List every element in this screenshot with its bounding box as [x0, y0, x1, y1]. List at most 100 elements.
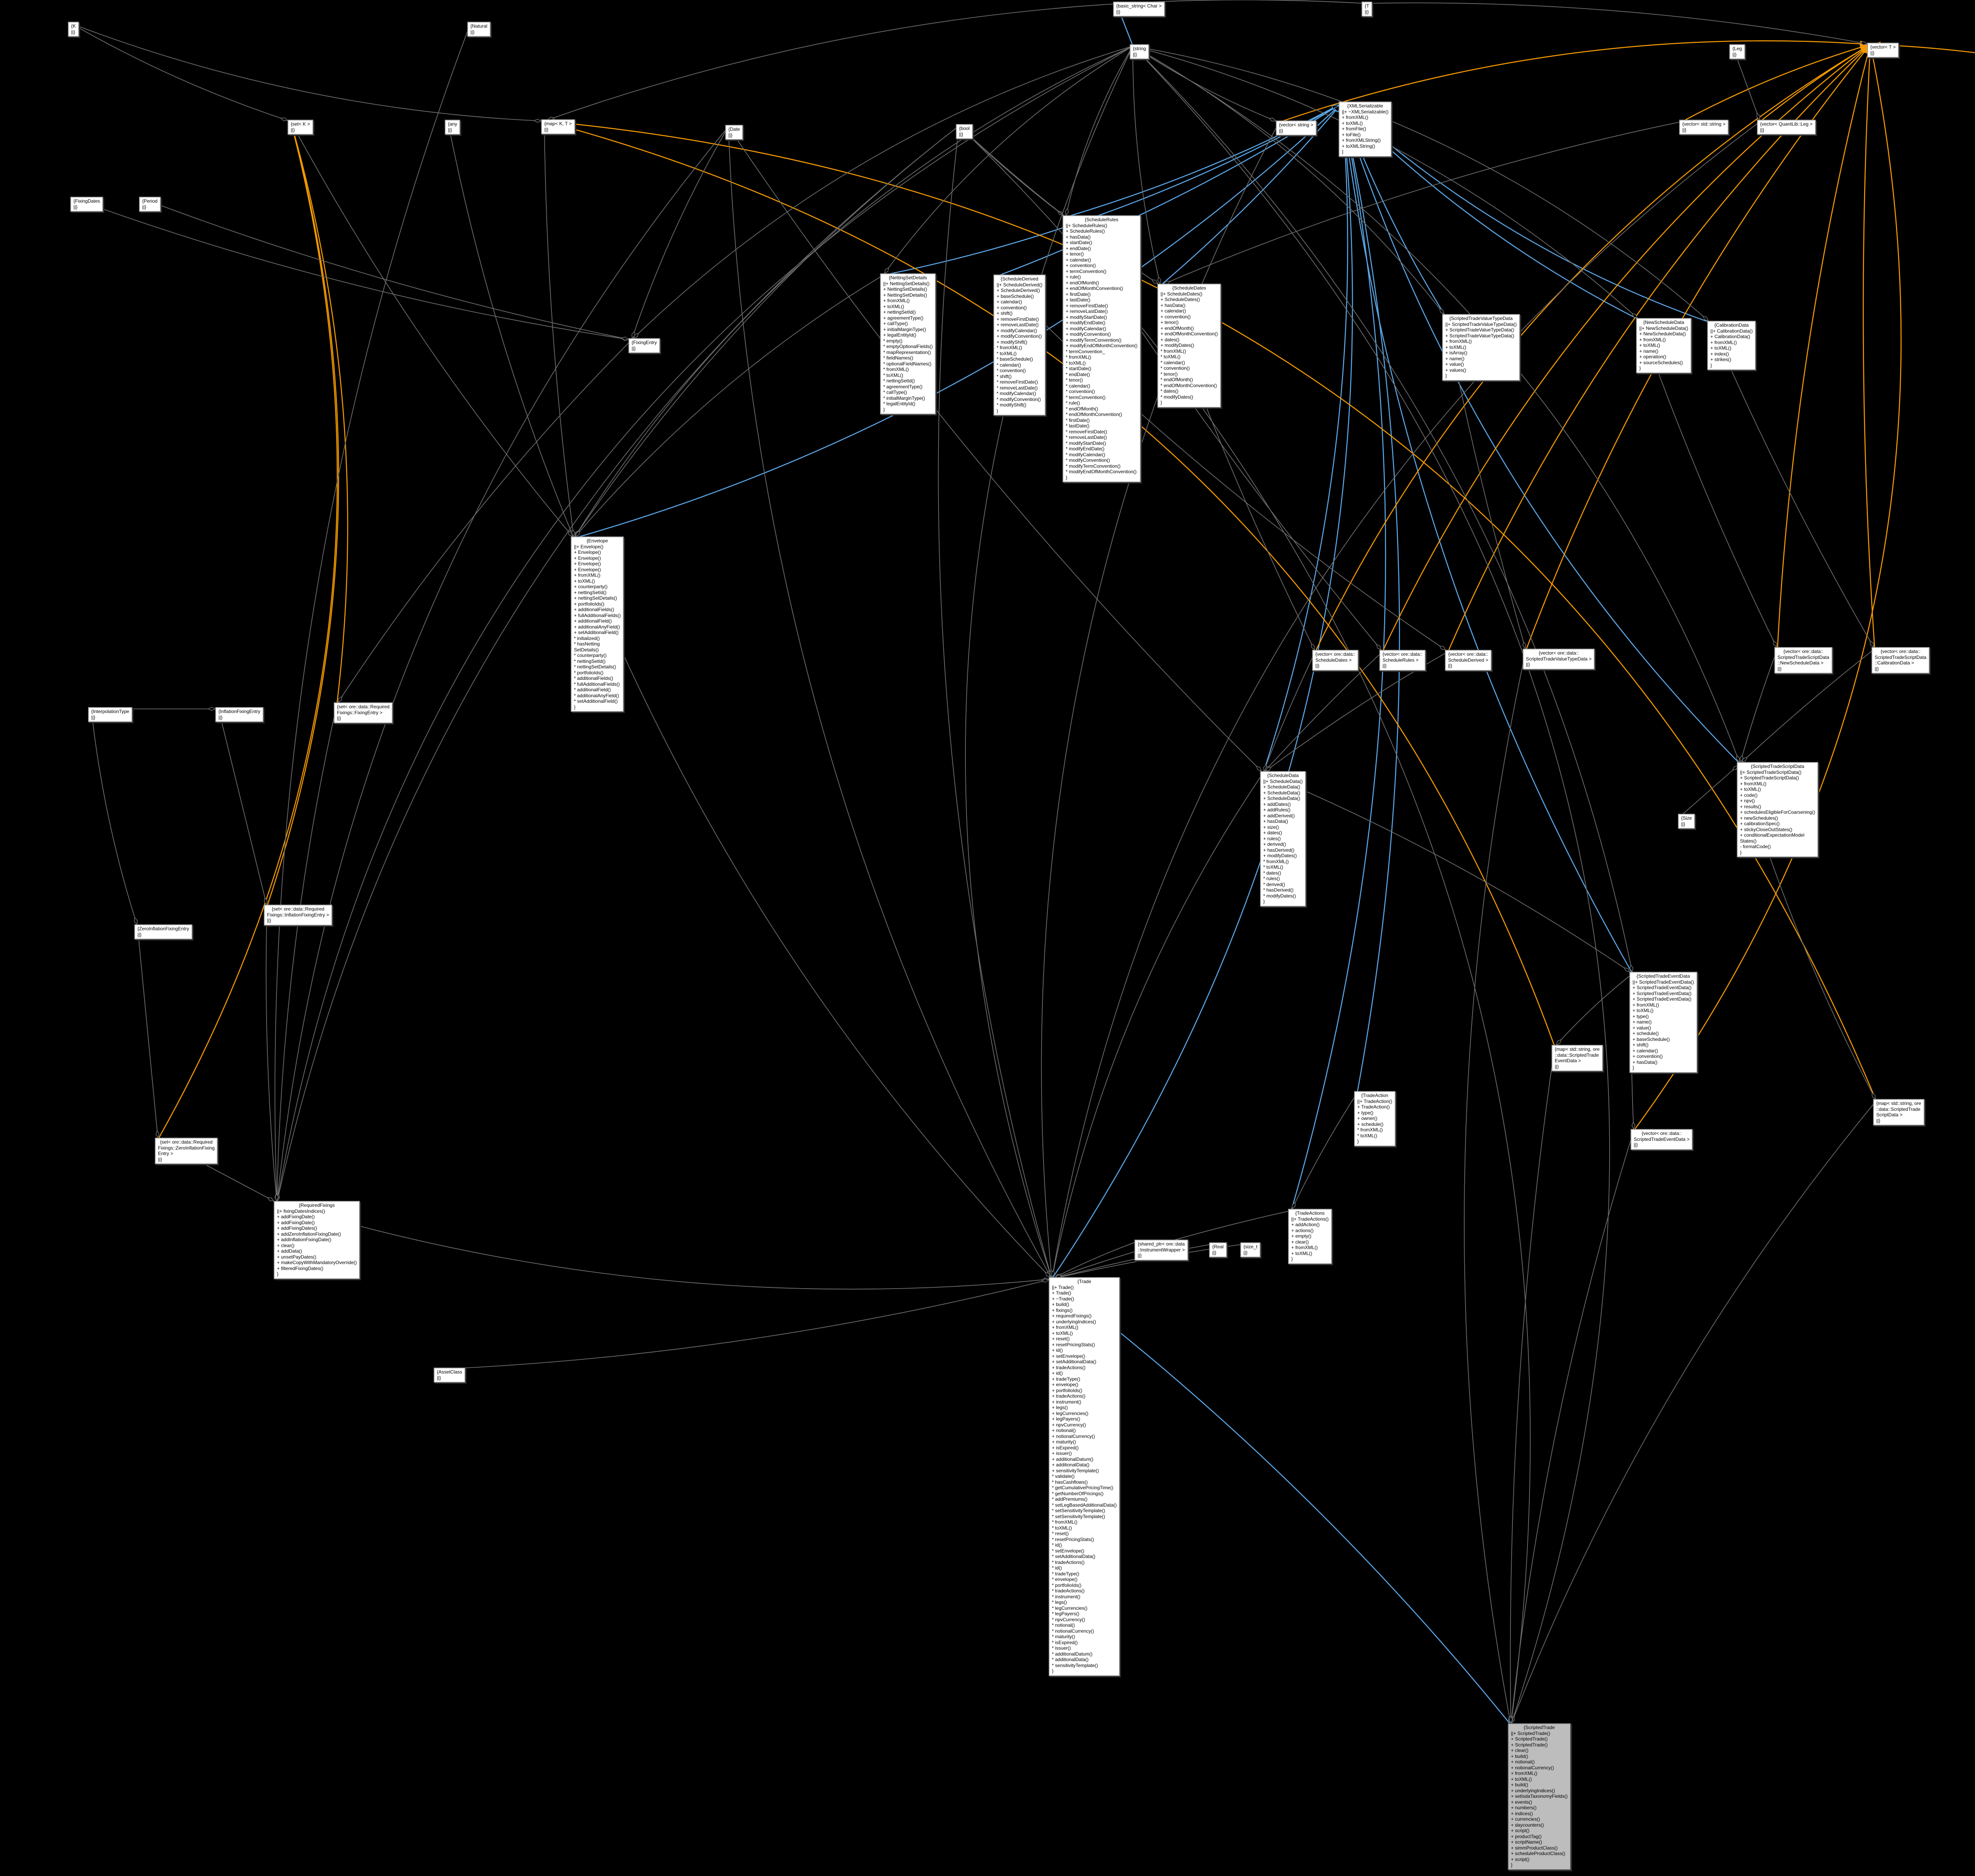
node-member: + ScriptedTradeEventData(): [1633, 990, 1692, 996]
node-member: * toXML(): [883, 372, 903, 378]
node-member: + nettingSetId(): [883, 309, 916, 315]
node-member: ScriptedTradeEventData >: [1634, 1136, 1690, 1142]
graph-node-zero-inflation-fixing-entry[interactable]: {ZeroInflationFixingEntry||}: [134, 924, 192, 939]
graph-node-vec-schedule-dates[interactable]: {vector< ore::data::ScheduleDates >||}: [1312, 650, 1359, 671]
graph-node-required-fixings[interactable]: {RequiredFixings||+ fixingDatesIndices()…: [274, 1201, 360, 1279]
graph-node-leg[interactable]: {Leg||}: [1729, 44, 1746, 59]
node-member: + simmProductClass(): [1511, 1845, 1558, 1851]
node-member: + ScheduleRules(): [1066, 228, 1105, 234]
edge-vector-pair-to-vector-t: [1873, 44, 1975, 53]
node-member: * id(): [1052, 1542, 1062, 1548]
node-member: Entry >: [158, 1151, 173, 1156]
graph-node-period[interactable]: {Period||}: [139, 197, 161, 212]
node-member: }: [1633, 1065, 1635, 1071]
node-title: {set< ore::data::Required: [271, 906, 325, 912]
graph-node-scripted-trade-value-type-data[interactable]: {ScriptedTradeValueTypeData||+ ScriptedT…: [1442, 314, 1520, 381]
graph-node-shared-ptr-instrument-wrapper[interactable]: {shared_ptr< ore::data::InstrumentWrappe…: [1134, 1240, 1188, 1261]
node-title: {vector< std::string >: [1682, 121, 1726, 127]
graph-node-envelope[interactable]: {Envelope||+ Envelope()+ Envelope()+ Env…: [571, 536, 624, 712]
graph-node-vector-string[interactable]: {vector< string >||}: [1276, 120, 1317, 135]
edge-schedule-data-to-xml-serializable: [1263, 105, 1349, 771]
graph-node-map-script-data[interactable]: {map< std::string, ore::data::ScriptedTr…: [1873, 1099, 1924, 1125]
edge-trade-action-to-trade-actions: [1292, 1094, 1356, 1209]
graph-node-real[interactable]: {Real||}: [1209, 1242, 1227, 1257]
node-title: {map< std::string, ore: [1876, 1101, 1921, 1106]
graph-node-vec-calibration[interactable]: {vector< ore::data::ScriptedTradeScriptD…: [1872, 647, 1930, 674]
graph-node-map-k-t[interactable]: {map< K, T >||}: [541, 119, 575, 134]
node-title: {bool: [959, 126, 970, 131]
node-member: * modifyCalendar(): [997, 391, 1036, 396]
node-title: {RequiredFixings: [299, 1202, 335, 1208]
graph-node-calibration-data[interactable]: {CalibrationData||+ CalibrationData()+ C…: [1707, 321, 1756, 370]
node-member: * hasCashflows(): [1052, 1479, 1088, 1485]
graph-node-basic-string-char[interactable]: {basic_string< Char >||}: [1113, 2, 1165, 17]
graph-node-xml-serializable[interactable]: {XMLSerializable||+ ~XMLSerializable()+ …: [1339, 102, 1392, 157]
node-member: * endOfMonth(): [1161, 377, 1193, 382]
graph-node-set-k[interactable]: {set< K >||}: [288, 120, 313, 135]
graph-node-vector-quantlib-leg[interactable]: {vector< QuantLib::Leg >||}: [1757, 120, 1816, 135]
node-member: + fromXML(): [1291, 1245, 1318, 1250]
graph-node-vector-t[interactable]: {vector< T >||}: [1867, 43, 1899, 58]
graph-node-vec-schedule-rules[interactable]: {vector< ore::data::ScheduleRules >||}: [1379, 650, 1426, 671]
node-member: + sourceSchedules(): [1639, 359, 1683, 365]
graph-node-scripted-trade-script-data[interactable]: {ScriptedTradeScriptData||+ ScriptedTrad…: [1737, 762, 1819, 857]
graph-node-fixing-entry[interactable]: {FixingEntry||}: [628, 338, 660, 353]
node-member: + hasData(): [1161, 302, 1186, 308]
graph-node-asset-class[interactable]: {AssetClass||}: [434, 1368, 466, 1383]
node-member: + npv(): [1740, 798, 1755, 803]
node-member: + issuer(): [1052, 1451, 1072, 1456]
node-member: * sensitivityTemplate(): [1052, 1662, 1098, 1668]
graph-node-vec-new-schedule[interactable]: {vector< ore::data::ScriptedTradeScriptD…: [1774, 647, 1832, 674]
graph-node-schedule-data[interactable]: {ScheduleData||+ ScheduleData()+ Schedul…: [1260, 771, 1306, 907]
graph-node-interpolation-type[interactable]: {InterpolationType||}: [88, 707, 133, 722]
graph-node-trade-actions[interactable]: {TradeActions||+ TradeActions()+ addActi…: [1288, 1209, 1332, 1264]
node-member: * tenor(): [1161, 371, 1178, 377]
graph-node-schedule-derived[interactable]: {ScheduleDerived||+ ScheduleDerived()+ S…: [993, 275, 1046, 416]
node-member: + name(): [1639, 348, 1659, 354]
node-member: * endOfMonth(): [1066, 406, 1098, 412]
graph-node-vec-value-type-data[interactable]: {vector< ore::data::ScriptedTradeValueTy…: [1523, 649, 1595, 670]
node-member: + addDates(): [1263, 801, 1291, 807]
node-title: {InflationFixingEntry: [218, 709, 261, 714]
graph-node-vec-event-data[interactable]: {vector< ore::data::ScriptedTradeEventDa…: [1631, 1129, 1693, 1150]
graph-node-any[interactable]: {any||}: [445, 120, 461, 135]
graph-node-k-param[interactable]: {K||}: [68, 22, 79, 37]
node-member: + endOfMonth(): [1161, 325, 1194, 331]
graph-node-string[interactable]: {string||}: [1130, 44, 1149, 59]
graph-node-new-schedule-data[interactable]: {NewScheduleData||+ NewScheduleData()+ N…: [1636, 318, 1691, 373]
node-member: + value(): [1633, 1025, 1651, 1031]
node-member: + calendar(): [1633, 1048, 1658, 1054]
graph-node-natural[interactable]: {Natural||}: [467, 22, 491, 37]
graph-node-scripted-trade-event-data[interactable]: {ScriptedTradeEventData||+ ScriptedTrade…: [1629, 972, 1697, 1073]
graph-node-vec-schedule-derived[interactable]: {vector< ore::data::ScheduleDerived >||}: [1445, 650, 1492, 671]
node-member: + hasData(): [1263, 819, 1288, 824]
graph-node-vector-std-string[interactable]: {vector< std::string >||}: [1679, 120, 1729, 135]
node-member: + modifyCalendar(): [997, 327, 1037, 333]
node-member: * getCumulativePricingTime(): [1052, 1485, 1114, 1490]
node-member: + convention(): [1066, 263, 1096, 268]
graph-node-schedule-rules[interactable]: {ScheduleRules||+ ScheduleRules()+ Sched…: [1063, 215, 1141, 482]
graph-node-size-t[interactable]: {size_t||}: [1240, 1242, 1261, 1257]
node-member: + ScriptedTradeEventData(): [1633, 996, 1692, 1002]
graph-node-t-param[interactable]: {T||}: [1362, 2, 1373, 17]
graph-node-date[interactable]: {Date||}: [725, 125, 743, 140]
graph-node-map-event-data[interactable]: {map< std::string, ore::data::ScriptedTr…: [1552, 1045, 1603, 1071]
graph-node-trade[interactable]: {Trade||+ Trade()+ Trade()+ ~Trade()+ bu…: [1049, 1277, 1120, 1676]
node-member: * toXML(): [1161, 354, 1181, 359]
node-member: ||}: [1875, 666, 1879, 672]
node-member: + endOfMonthConvention(): [1161, 331, 1218, 337]
graph-node-size[interactable]: {Size||}: [1678, 814, 1695, 829]
node-member: * modifyDates(): [1263, 893, 1296, 899]
graph-node-scripted-trade[interactable]: {ScriptedTrade||+ ScriptedTrade()+ Scrip…: [1508, 1723, 1571, 1870]
node-title: {Envelope: [587, 538, 608, 544]
graph-node-schedule-dates[interactable]: {ScheduleDates||+ ScheduleDates()+ Sched…: [1157, 284, 1221, 408]
graph-node-trade-action[interactable]: {TradeAction||+ TradeAction()+ TradeActi…: [1354, 1091, 1396, 1146]
graph-node-bool[interactable]: {bool||}: [956, 124, 973, 139]
graph-node-fixing-dates[interactable]: {FixingDates||}: [70, 197, 103, 212]
node-member: ScheduleDerived >: [1448, 657, 1488, 663]
graph-node-inflation-fixing-entry[interactable]: {InflationFixingEntry||}: [215, 707, 264, 722]
graph-node-netting-set-details[interactable]: {NettingSetDetails||+ NettingSetDetails(…: [880, 273, 936, 414]
